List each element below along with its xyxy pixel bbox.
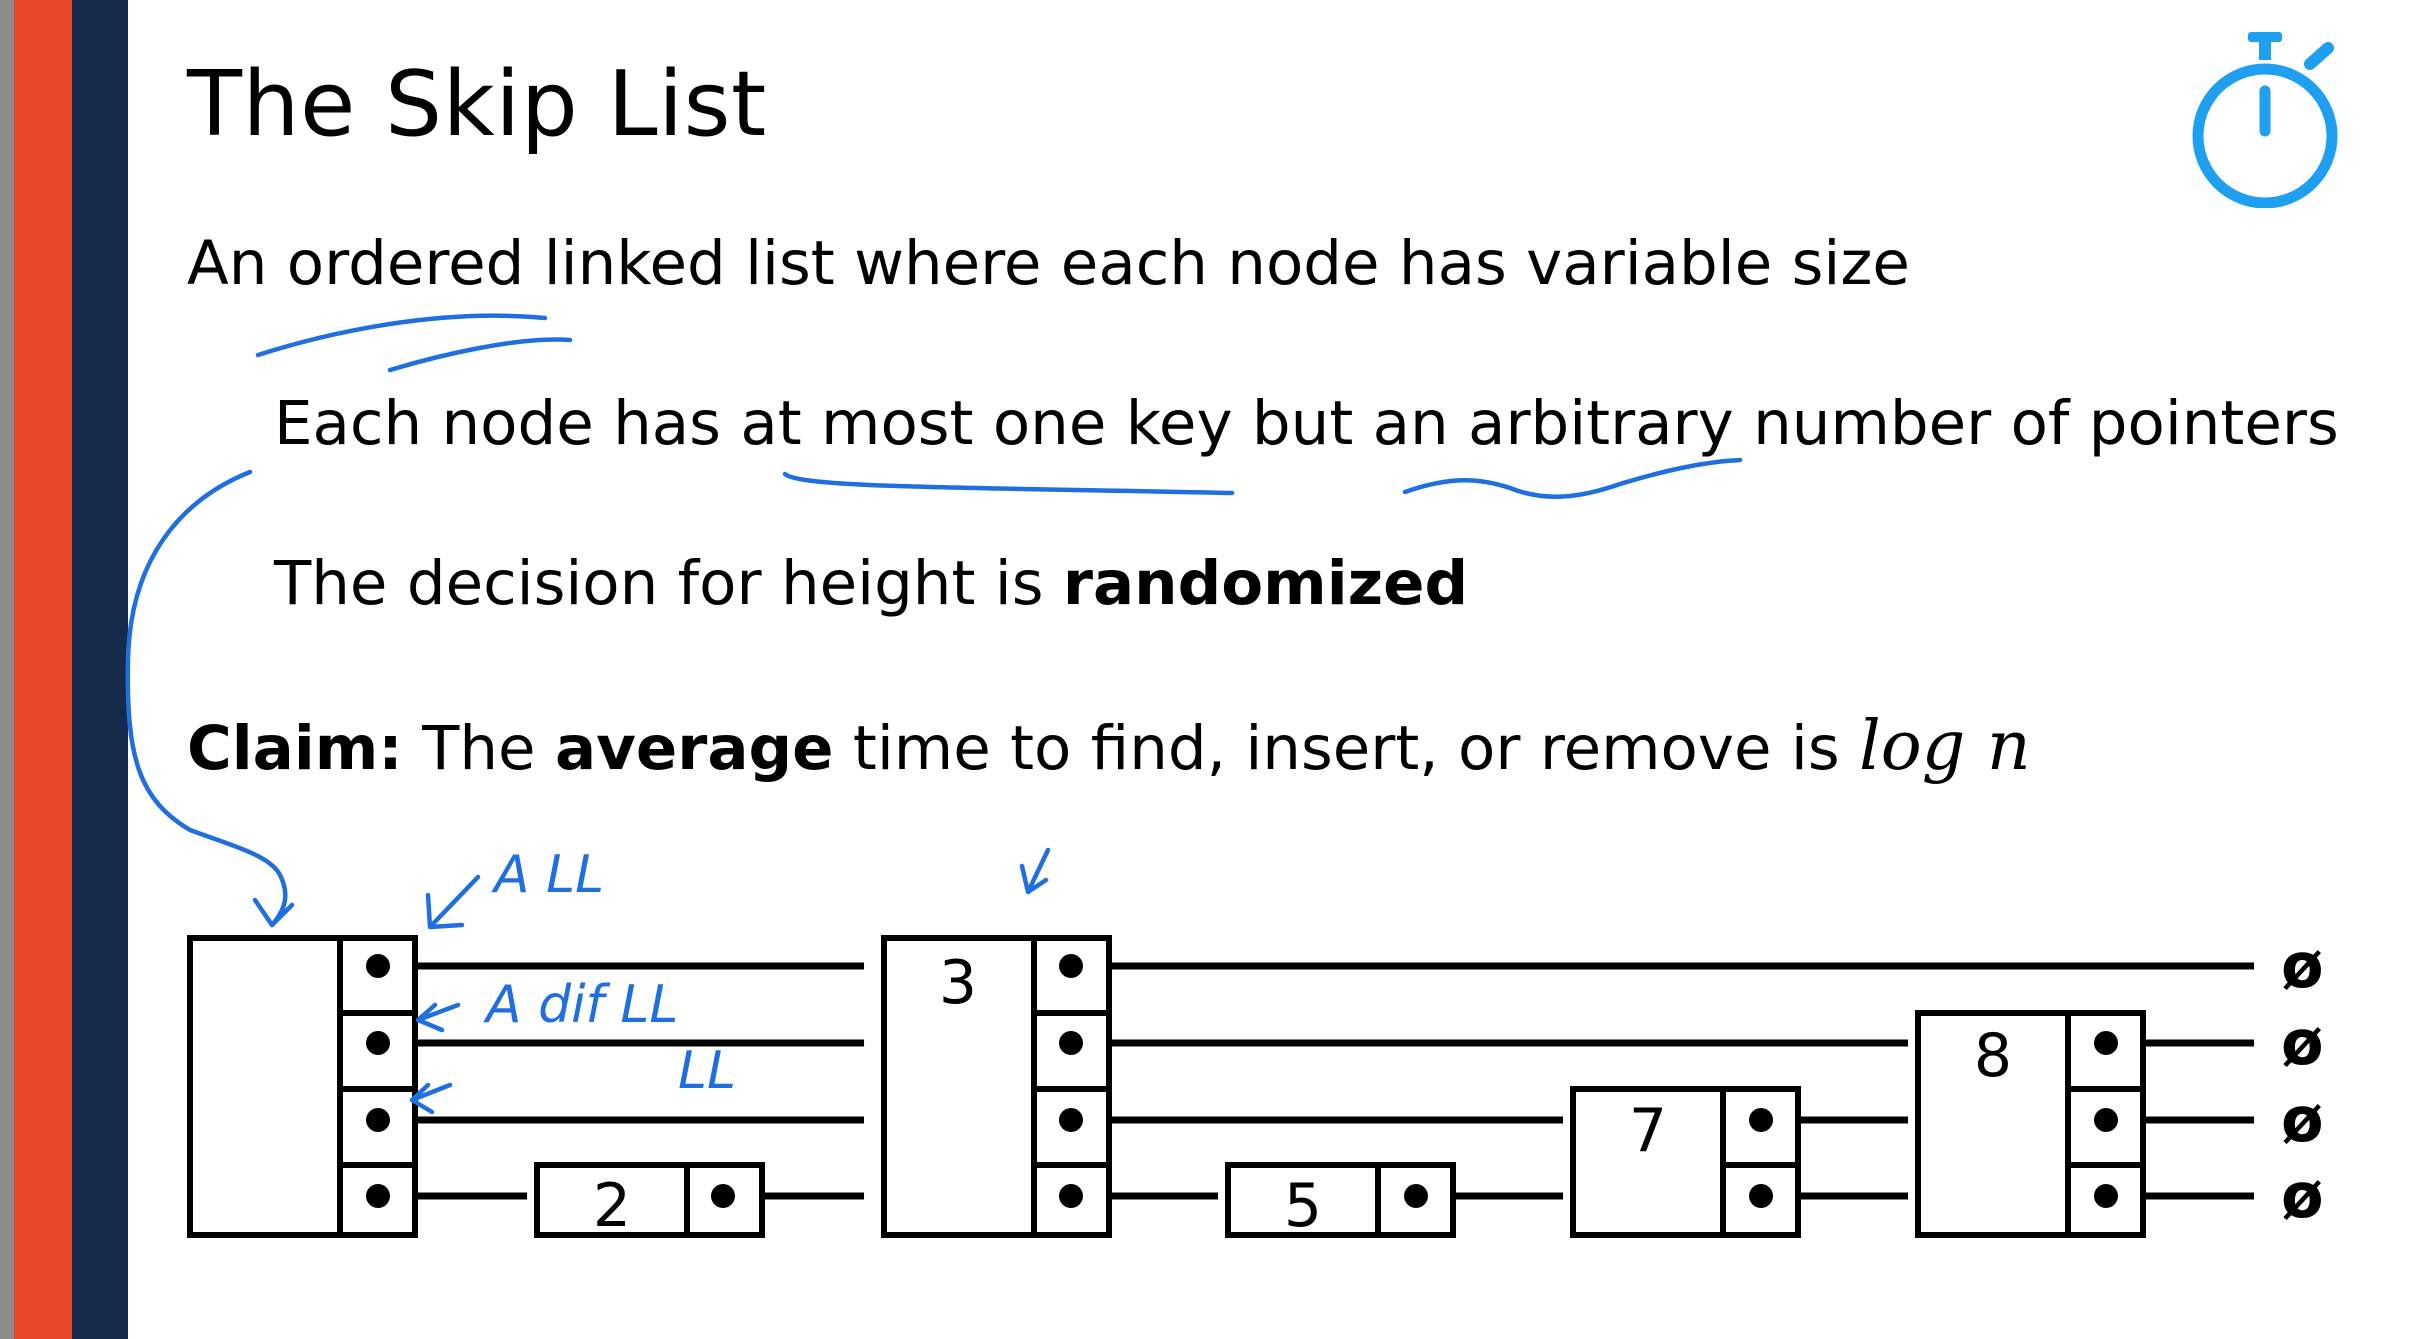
- ink-underline: [782, 471, 1235, 496]
- ink-annotation-linked-list: LL: [678, 1041, 736, 1101]
- head-node: [187, 935, 418, 1238]
- ink-underline: [387, 337, 573, 373]
- null-pointer-level-4: ø: [2281, 1159, 2324, 1232]
- claim-text-start: The: [402, 713, 555, 784]
- claim-line: Claim: The average time to find, insert,…: [187, 706, 2031, 788]
- skip-list-node-3: 3: [881, 935, 1112, 1238]
- height-decision-text: The decision for height is: [274, 548, 1063, 619]
- sidebar-gray-stripe: [0, 0, 14, 1339]
- ink-underline: [1402, 457, 1743, 499]
- definition-line: An ordered linked list where each node h…: [187, 228, 1910, 299]
- skip-list-node-8: 8: [1915, 1010, 2146, 1238]
- height-decision-line: The decision for height is randomized: [274, 547, 1468, 620]
- ink-curve-arrow: [125, 469, 288, 928]
- node-key-5: 5: [1284, 1171, 1322, 1241]
- ink-arrow: [1019, 847, 1051, 895]
- sidebar-navy-stripe: [72, 0, 128, 1339]
- ink-annotation-all-linked-list: A LL: [491, 845, 604, 905]
- stopwatch-icon: [2192, 32, 2338, 208]
- null-pointer-level-2: ø: [2281, 1006, 2324, 1079]
- claim-text-end: time to find, insert, or remove is: [833, 713, 1859, 784]
- skip-list-node-2: 2: [534, 1162, 765, 1241]
- average-word: average: [554, 713, 834, 784]
- node-key-2: 2: [593, 1171, 631, 1241]
- ink-arrow: [425, 874, 481, 930]
- node-key-7: 7: [1629, 1096, 1667, 1166]
- null-pointer-level-3: ø: [2281, 1083, 2324, 1156]
- node-key-3: 3: [939, 948, 977, 1018]
- ink-arrow: [415, 1002, 461, 1033]
- log-n-expression: log n: [1859, 707, 2031, 786]
- node-key-8: 8: [1974, 1021, 2012, 1091]
- ink-arrow: [409, 1082, 453, 1115]
- ink-annotation-different-linked-list: A dif LL: [483, 975, 678, 1035]
- node-property-line: Each node has at most one key but an arb…: [274, 388, 2339, 459]
- slide-title: The Skip List: [187, 52, 767, 157]
- ink-arrowhead: [252, 897, 295, 928]
- ink-underline: [255, 313, 548, 358]
- skip-list-node-5: 5: [1225, 1162, 1456, 1241]
- null-pointer-level-1: ø: [2281, 929, 2324, 1002]
- claim-label: Claim:: [187, 713, 403, 784]
- skip-list-node-7: 7: [1570, 1086, 1801, 1238]
- sidebar-orange-stripe: [14, 0, 72, 1339]
- randomized-word: randomized: [1062, 548, 1469, 619]
